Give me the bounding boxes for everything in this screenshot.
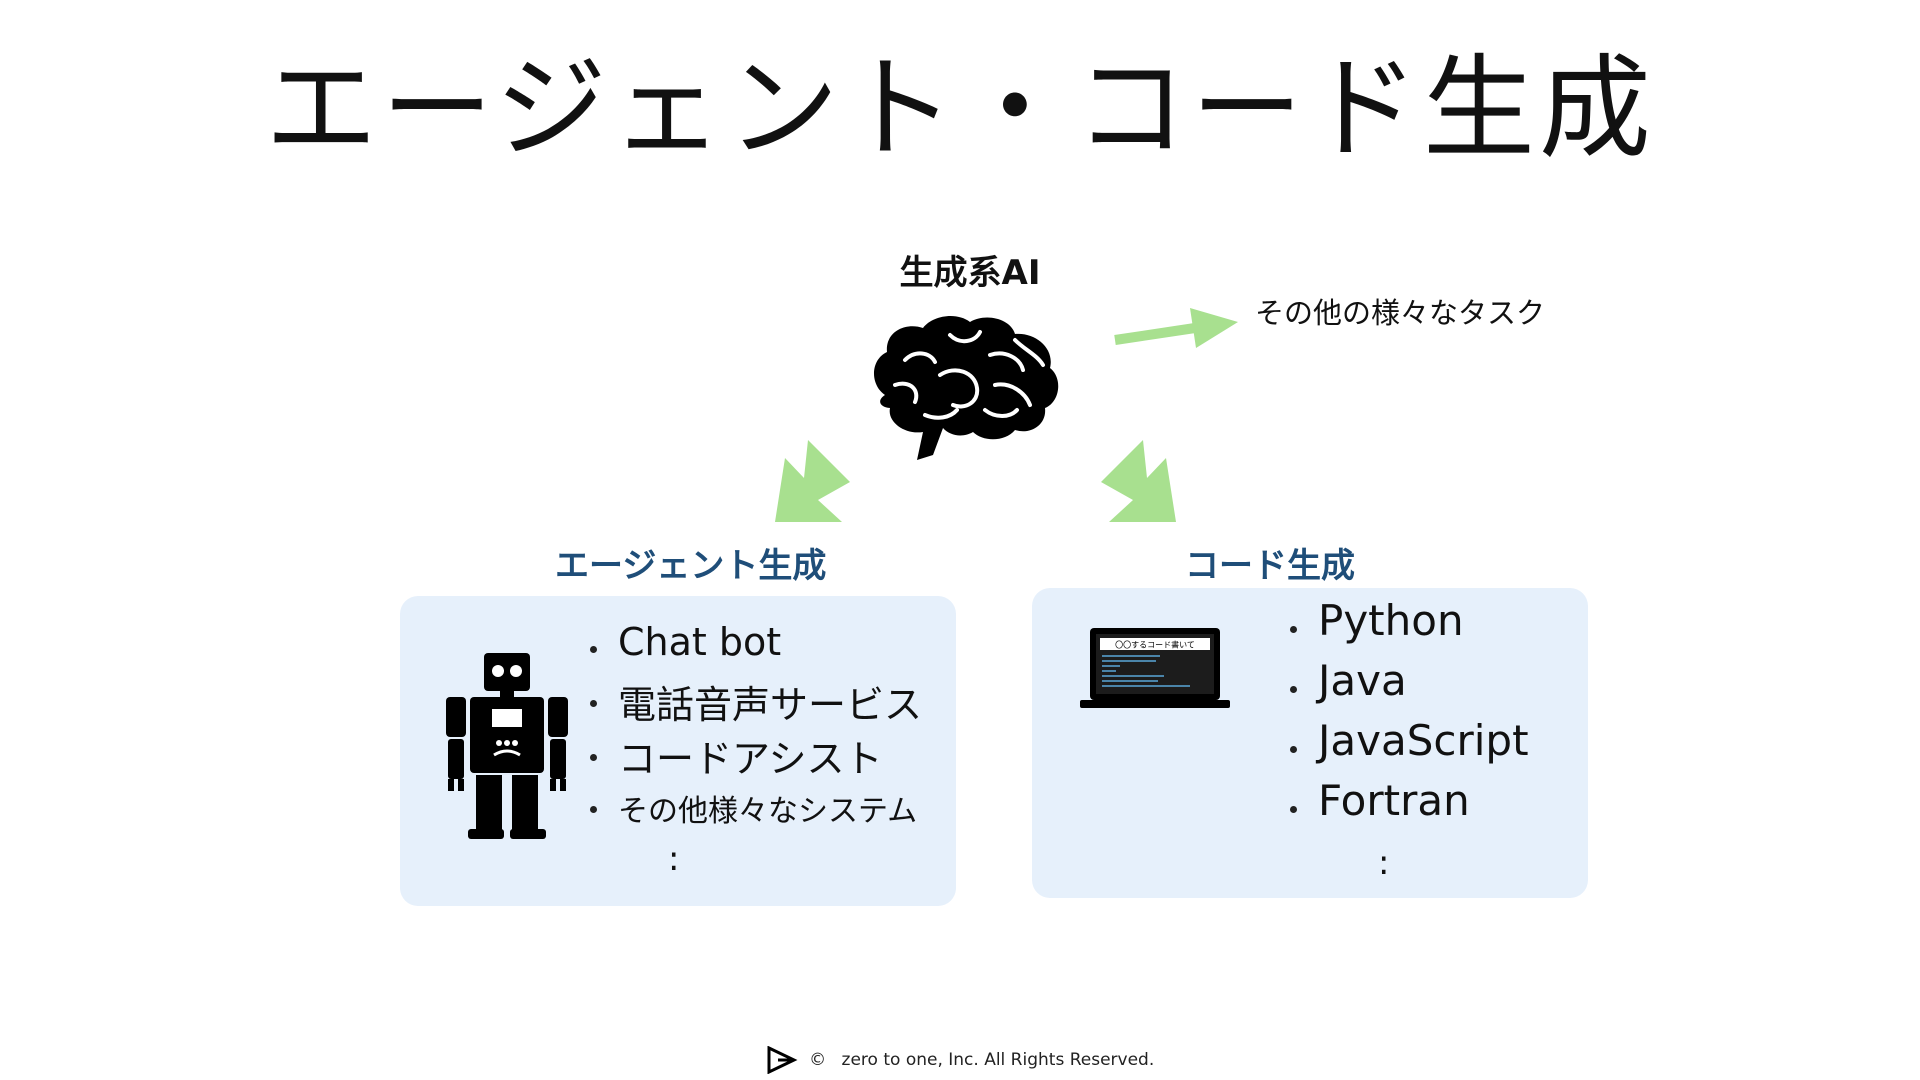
arrow-icon [1114,308,1238,348]
list-item: Fortran [1290,776,1580,836]
laptop-screen-title: 〇〇するコード書いて [1115,640,1195,650]
list-item: Chat bot [590,620,950,674]
arrow-icon [1101,440,1176,522]
bullet [1290,806,1297,813]
more-indicator: : [1378,843,1390,883]
footer: © zero to one, Inc. All Rights Reserved. [0,1046,1920,1074]
list-item: 電話音声サービス [590,674,950,728]
agent-box: Chat bot 電話音声サービス コードアシスト その他様々なシステム : [400,596,956,906]
bullet [1290,626,1297,633]
list-item: Python [1290,596,1580,656]
copyright-symbol: © [809,1050,827,1070]
slide-title: エージェント・コード生成 [265,44,1655,174]
brain-icon [873,316,1059,460]
list-item: コードアシスト [590,728,950,782]
copyright-text: zero to one, Inc. All Rights Reserved. [841,1050,1155,1070]
more-indicator: : [668,839,680,879]
play-logo-icon [767,1046,798,1074]
center-label: 生成系AI [899,253,1041,293]
code-list: Python Java JavaScript Fortran [1290,596,1580,836]
bullet [1290,686,1297,693]
list-item: JavaScript [1290,716,1580,776]
list-item: その他様々なシステム [590,782,950,832]
code-box: 〇〇するコード書いて Python Java JavaScript Fortra… [1032,588,1588,898]
arrow-icon [775,440,850,522]
bullet [1290,746,1297,753]
bullet [590,754,597,761]
code-heading: コード生成 [1185,546,1355,586]
other-tasks-label: その他の様々なタスク [1255,296,1546,330]
agent-heading: エージェント生成 [555,546,827,586]
robot-icon [446,653,568,839]
agent-list: Chat bot 電話音声サービス コードアシスト その他様々なシステム [590,620,950,832]
bullet [590,646,597,653]
list-item: Java [1290,656,1580,716]
laptop-icon: 〇〇するコード書いて [1080,628,1230,708]
bullet [590,806,597,813]
bullet [590,700,597,707]
